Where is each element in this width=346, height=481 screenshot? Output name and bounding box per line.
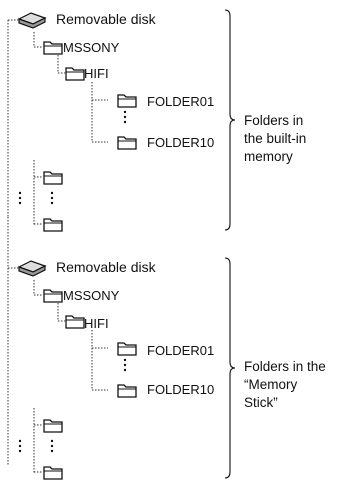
- section2-note: Folders in the “Memory Stick”: [244, 359, 326, 410]
- section2-right-ellipsis-2: [50, 449, 54, 453]
- section1-left-ellipsis-0: [18, 191, 22, 195]
- section1-right-ellipsis-1: [50, 196, 54, 200]
- section2-left-ellipsis-2: [18, 449, 22, 453]
- section2-folder10-icon: [117, 384, 137, 398]
- section1-note: Folders in the built-in memory: [244, 113, 307, 164]
- section2-folder10-label: FOLDER10: [147, 382, 215, 397]
- section2-right-ellipsis-1: [50, 444, 54, 448]
- section1-folder-ellipsis-2: [123, 120, 127, 124]
- section1-folder01-label: FOLDER01: [147, 94, 215, 109]
- section2-extra1-folder-icon: [43, 419, 63, 433]
- section1-left-ellipsis-2: [18, 201, 22, 205]
- section2-hifi-folder-label: HIFI: [84, 316, 109, 331]
- section2-right-ellipsis-0: [50, 439, 54, 443]
- section2-folder01-icon: [117, 342, 137, 356]
- section1-folder01-icon: [117, 94, 137, 108]
- section2-drive-label: Removable disk: [56, 259, 156, 275]
- section1-hifi-folder-icon: [65, 67, 85, 81]
- section1-extra2-folder-icon: [43, 218, 63, 232]
- section2-folder-ellipsis-0: [123, 358, 127, 362]
- section2-folder-ellipsis-2: [123, 368, 127, 372]
- section1-folder10-label: FOLDER10: [147, 135, 215, 150]
- section2-extra2-folder-icon: [43, 466, 63, 480]
- section1-removable-disk-icon: [17, 12, 47, 29]
- section2-root-folder-label: MSSONY: [63, 288, 120, 303]
- section2-left-ellipsis-0: [18, 439, 22, 443]
- section2-folder-ellipsis-1: [123, 363, 127, 367]
- section1-hifi-folder-label: HIFI: [84, 66, 109, 81]
- section2-left-ellipsis-1: [18, 444, 22, 448]
- section1-left-ellipsis-1: [18, 196, 22, 200]
- section1-drive-label: Removable disk: [56, 11, 156, 27]
- section1-folder-ellipsis-1: [123, 115, 127, 119]
- section2-hifi-folder-icon: [65, 315, 85, 329]
- section2-brace: [224, 257, 236, 479]
- section1-right-ellipsis-2: [50, 201, 54, 205]
- section2-removable-disk-icon: [17, 260, 47, 277]
- section1-right-ellipsis-0: [50, 191, 54, 195]
- section2-folder01-label: FOLDER01: [147, 343, 215, 358]
- section1-folder10-icon: [117, 136, 137, 150]
- section2-mssony-folder-icon: [43, 289, 63, 303]
- section1-folder-ellipsis-0: [123, 110, 127, 114]
- section1-extra1-folder-icon: [43, 171, 63, 185]
- section1-brace: [224, 9, 236, 231]
- section1-root-folder-label: MSSONY: [63, 40, 120, 55]
- section1-mssony-folder-icon: [43, 41, 63, 55]
